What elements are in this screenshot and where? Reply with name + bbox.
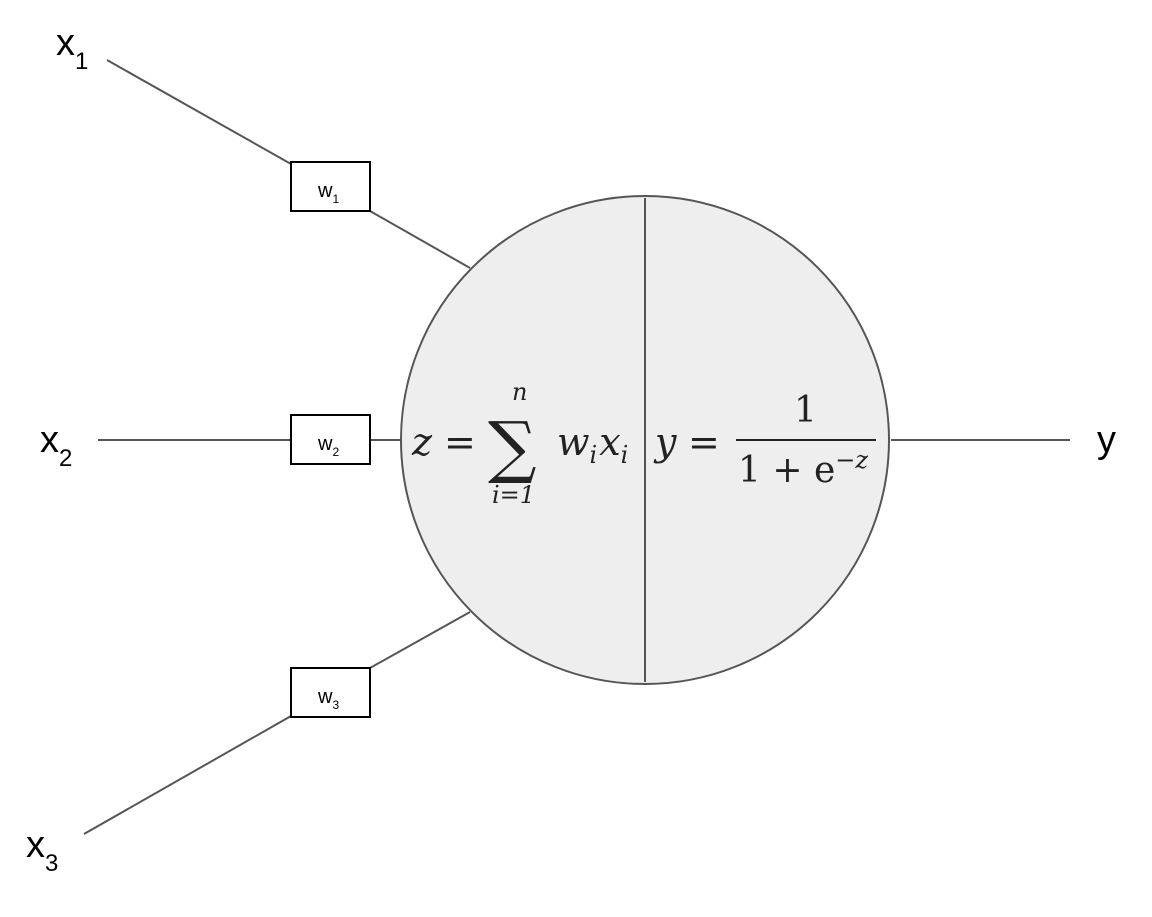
svg-text:z: z xyxy=(411,420,433,464)
svg-text:w3: w3 xyxy=(317,686,339,712)
svg-text:=: = xyxy=(688,420,720,464)
svg-text:w1: w1 xyxy=(317,180,339,206)
input-label-1: x1 xyxy=(56,22,88,75)
weight-box-3: w3 xyxy=(290,667,371,718)
svg-text:i=1: i=1 xyxy=(492,481,535,509)
svg-text:w2: w2 xyxy=(317,433,339,459)
weight-box-2: w2 xyxy=(290,414,371,465)
svg-text:=: = xyxy=(444,420,476,464)
svg-text:1 + e−z: 1 + e−z xyxy=(738,446,868,491)
weight-line-1 xyxy=(369,210,471,269)
input-line-3 xyxy=(83,715,292,835)
sum-formula: z = ∑ n i=1 wixi xyxy=(411,378,628,509)
svg-text:1: 1 xyxy=(794,390,817,431)
output-label: y xyxy=(1097,419,1116,461)
svg-text:wixi: wixi xyxy=(557,420,628,469)
svg-text:∑: ∑ xyxy=(488,408,537,487)
weight-line-3 xyxy=(369,611,471,669)
svg-text:n: n xyxy=(512,378,527,406)
svg-text:y: y xyxy=(653,420,677,464)
sigmoid-formula: y = 1 1 + e−z xyxy=(653,390,876,491)
input-label-2: x2 xyxy=(40,419,72,472)
input-label-3: x3 xyxy=(26,824,58,877)
weight-box-1: w1 xyxy=(290,161,371,212)
input-line-1 xyxy=(106,59,292,165)
